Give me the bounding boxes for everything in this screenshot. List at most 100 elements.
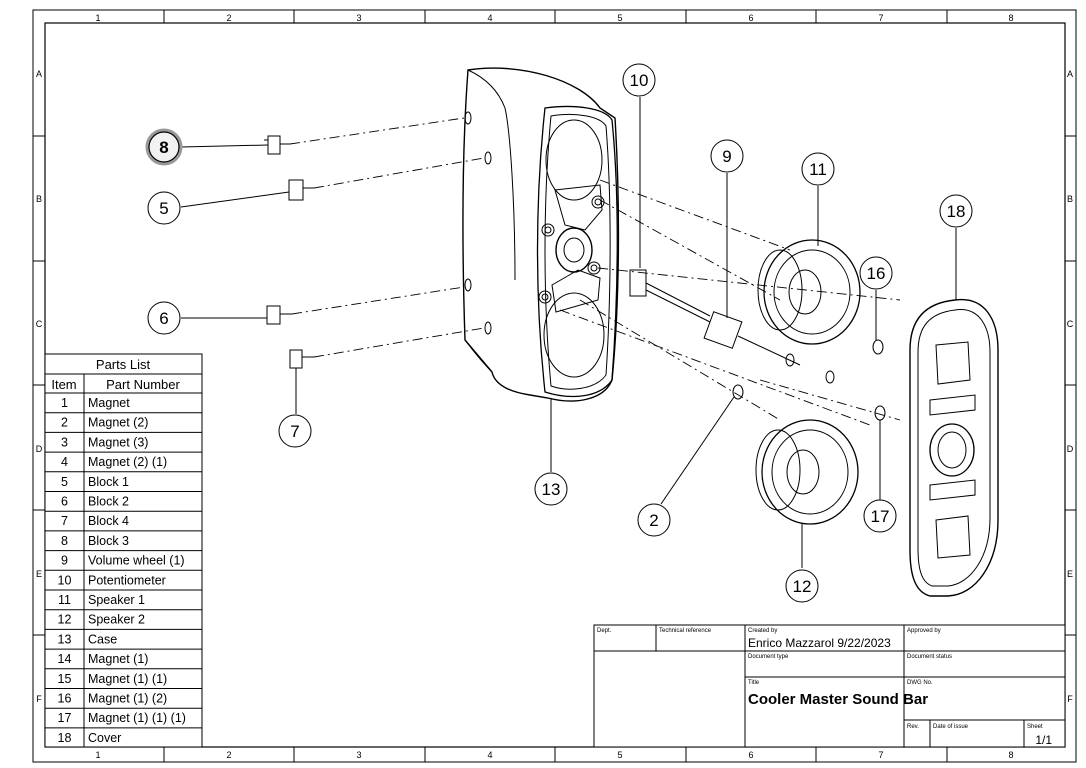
zone-row-b: B [36,194,42,204]
title-label: Title [748,680,760,686]
zone-labels-top: 1 2 3 4 5 6 7 8 [95,13,1013,23]
parts-list-item-number: 6 [61,495,68,509]
zone-col-1-bottom: 1 [95,750,100,760]
parts-list-item-number: 9 [61,554,68,568]
balloon-6[interactable]: 6 [147,301,181,335]
dept-label: Dept. [597,628,612,634]
parts-list-item-number: 11 [58,593,71,607]
parts-list-part-number: Magnet (1) (1) (1) [88,711,186,725]
balloon-5-label: 5 [159,199,168,218]
document-type-label: Document type [748,654,789,660]
zone-col-8-bottom: 8 [1008,750,1013,760]
parts-list-part-number: Speaker 1 [88,593,145,607]
balloon-8-label: 8 [159,138,168,157]
sheet-value: 1/1 [1035,733,1052,747]
balloon-17[interactable]: 17 [863,499,897,533]
zone-col-5-bottom: 5 [617,750,622,760]
magnet-2-part [732,384,744,400]
parts-list-item-number: 16 [58,692,72,706]
document-status-label: Document status [907,654,952,660]
dwg-no-label: DWG No. [907,680,933,686]
parts-list-part-number: Magnet (2) [88,416,148,430]
leader-lines [180,97,957,568]
parts-list-item-number: 15 [58,672,72,686]
parts-list-part-number: Block 3 [88,534,129,548]
balloon-13[interactable]: 13 [534,472,568,506]
balloon-7[interactable]: 7 [278,414,312,448]
balloon-10[interactable]: 10 [622,63,656,97]
parts-list-title: Parts List [96,357,151,372]
rev-label: Rev. [907,724,919,730]
zone-row-f-right: F [1067,694,1073,704]
zone-col-3: 3 [356,13,361,23]
zone-col-4: 4 [487,13,492,23]
drawing-title: Cooler Master Sound Bar [748,691,928,708]
parts-list-item-number: 13 [58,632,72,646]
parts-list-part-number: Block 2 [88,495,129,509]
parts-list-part-number: Magnet (1) (2) [88,692,167,706]
parts-list-item-number: 8 [61,534,68,548]
zone-row-b-right: B [1067,194,1073,204]
balloon-10-label: 10 [630,71,649,90]
zone-col-5: 5 [617,13,622,23]
zone-col-2-bottom: 2 [226,750,231,760]
exploded-assembly [264,67,999,597]
balloon-12[interactable]: 12 [785,569,819,603]
parts-list-item-number: 18 [58,731,72,745]
parts-list-part-number: Potentiometer [88,573,166,587]
parts-list-item-number: 12 [58,613,72,627]
parts-list-part-number: Cover [88,731,121,745]
balloon-2[interactable]: 2 [637,503,671,537]
balloon-18[interactable]: 18 [939,194,973,228]
parts-list-part-number: Block 1 [88,475,129,489]
balloon-11-label: 11 [809,160,827,179]
balloon-9[interactable]: 9 [710,139,744,173]
balloon-17-label: 17 [871,507,890,526]
zone-col-2: 2 [226,13,231,23]
zone-col-1: 1 [95,13,100,23]
parts-list-item-number: 17 [58,711,72,725]
cover-part [909,298,999,597]
parts-list-part-number: Magnet (2) (1) [88,455,167,469]
zone-ticks [33,10,1076,762]
parts-list-part-number: Magnet (1) (1) [88,672,167,686]
balloon-2-label: 2 [649,511,658,530]
parts-list-part-number: Magnet (1) [88,652,148,666]
parts-list-header-part: Part Number [106,377,180,392]
zone-row-c-right: C [1067,319,1074,329]
balloon-18-label: 18 [947,202,966,221]
zone-col-7-bottom: 7 [878,750,883,760]
zone-labels-left: A B C D E F [36,69,43,704]
magnet-16-part [872,339,884,355]
parts-list-part-number: Block 4 [88,514,129,528]
balloon-16[interactable]: 16 [859,256,893,290]
zone-row-e-right: E [1067,569,1073,579]
balloon-7-label: 7 [290,422,299,441]
parts-list-item-number: 1 [61,396,68,410]
zone-labels-right: A B C D E F [1067,69,1074,704]
zone-row-d-right: D [1067,444,1074,454]
approved-by-label: Approved by [907,628,941,634]
potentiometer-part [629,269,711,323]
block-2-part [266,305,292,325]
parts-list-item-number: 2 [61,416,68,430]
balloons: 8 5 6 7 10 9 11 18 [145,63,973,603]
zone-col-4-bottom: 4 [487,750,492,760]
block-1-part [288,179,314,201]
zone-col-3-bottom: 3 [356,750,361,760]
zone-row-a: A [36,69,42,79]
parts-list-part-number: Speaker 2 [88,613,145,627]
created-by-value: Enrico Mazzarol 9/22/2023 [748,636,891,650]
parts-list-part-number: Volume wheel (1) [88,554,185,568]
volume-wheel-part [703,311,835,384]
balloon-5[interactable]: 5 [147,191,181,225]
assembly-lines [289,117,901,426]
parts-list-header-item: Item [51,377,76,392]
zone-row-c: C [36,319,43,329]
speaker-2-part [755,419,859,525]
balloon-11[interactable]: 11 [801,152,835,186]
balloon-12-label: 12 [793,577,812,596]
balloon-8[interactable]: 8 [145,128,183,166]
